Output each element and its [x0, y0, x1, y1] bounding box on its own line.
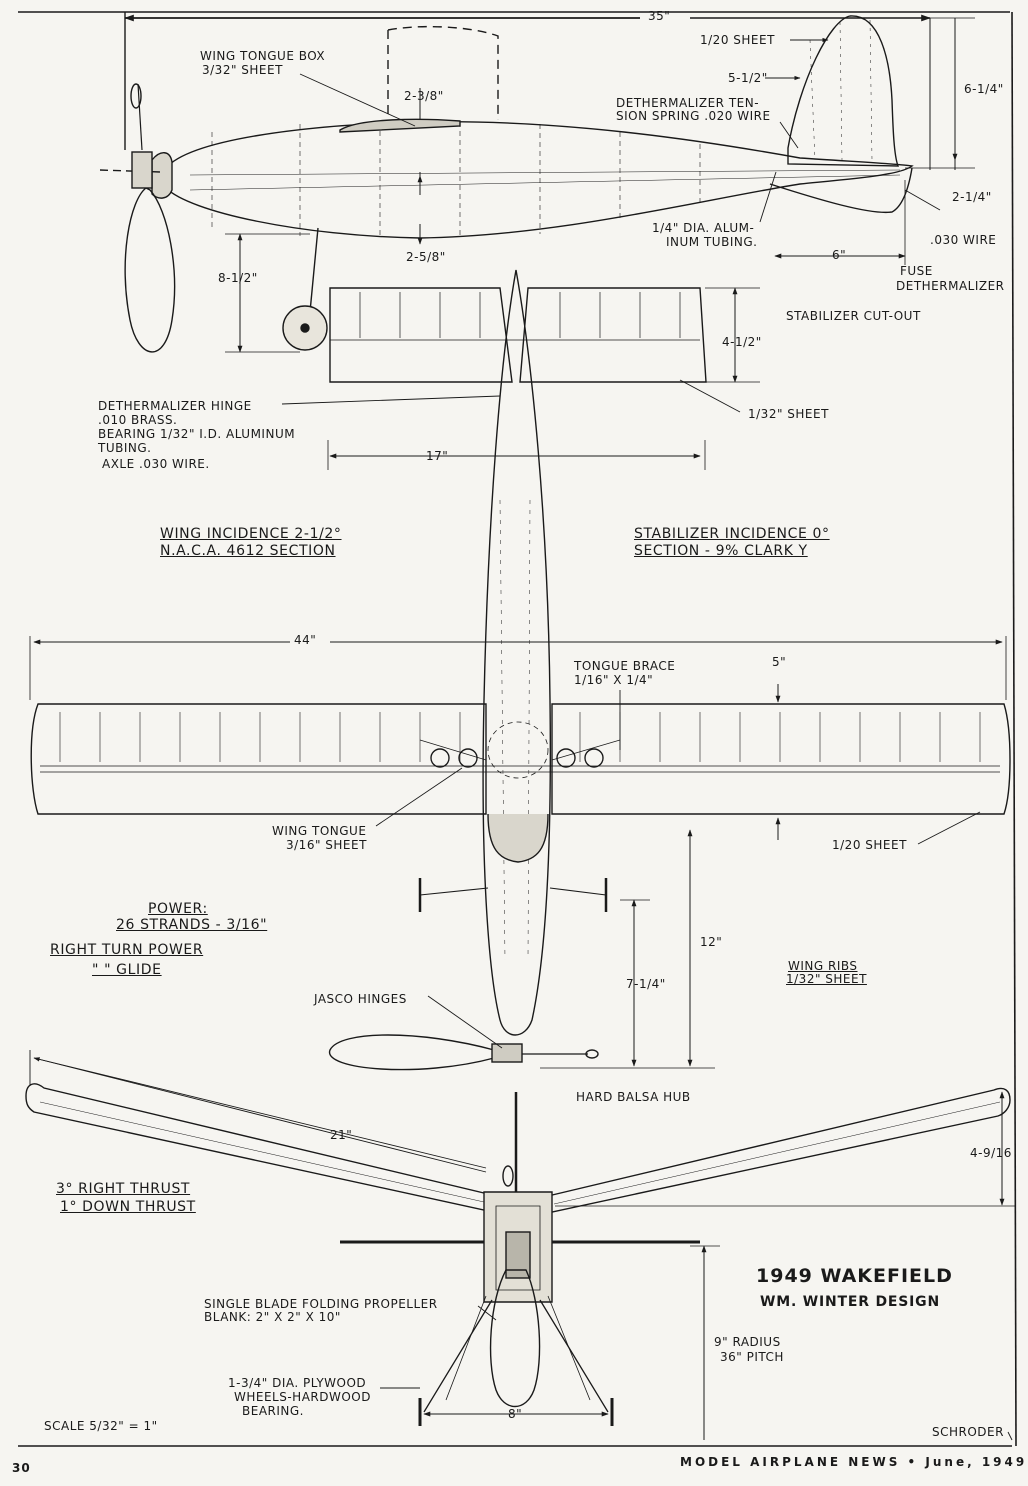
pylon-height-label: 2-3/8"	[404, 89, 444, 103]
pylon-depth-label: 2-5/8"	[406, 250, 446, 264]
wing-span-label: 44"	[294, 633, 317, 647]
tubing-label-1: 1/4" DIA. ALUM-	[652, 221, 755, 235]
scale-label: SCALE 5/32" = 1"	[44, 1419, 158, 1433]
wing-incidence-label-2: N.A.C.A. 4612 SECTION	[160, 543, 336, 559]
wing-dashed-outline	[387, 25, 499, 120]
hinge-note-2: .010 BRASS.	[98, 413, 178, 427]
gear-height-label: 8-1/2"	[218, 271, 258, 285]
tongue-brace-label-2: 1/16" X 1/4"	[574, 673, 654, 687]
tubing-label-2: INUM TUBING.	[666, 235, 758, 249]
wing-sheet-label: 1/20 SHEET	[832, 838, 907, 852]
drawing-border	[18, 11, 1017, 1447]
nose-block	[151, 152, 173, 199]
prop-note-2: BLANK: 2" X 2" X 10"	[204, 1310, 341, 1324]
track-label: 8"	[508, 1407, 523, 1421]
fin-height-label: 6-1/4"	[964, 82, 1004, 96]
wing-tongue-box-label-1: WING TONGUE BOX	[200, 49, 326, 63]
stab-sheet-label: 1/32" SHEET	[748, 407, 829, 421]
top-fuselage	[482, 269, 552, 1036]
prop-note-1: SINGLE BLADE FOLDING PROPELLER	[204, 1297, 438, 1311]
fuse-dethermalizer-label: DETHERMALIZER	[896, 279, 1005, 293]
turn-label-2: " " GLIDE	[92, 962, 162, 978]
draftsman-label: SCHRODER	[932, 1425, 1004, 1439]
stab-height-label: 2-1/4"	[952, 190, 992, 204]
side-view	[99, 12, 975, 353]
fuse-label: FUSE	[900, 264, 933, 278]
designer-label: WM. WINTER DESIGN	[760, 1294, 940, 1310]
stab-to-prop-label: 7-1/4"	[626, 977, 666, 991]
stab-span-label: 17"	[426, 449, 449, 463]
top-propeller	[329, 1034, 495, 1071]
front-landing-gear	[423, 1299, 609, 1413]
top-landing-gear	[419, 887, 607, 896]
thrust-label-1: 3° RIGHT THRUST	[56, 1181, 191, 1197]
wing-tongue-label-2: 3/16" SHEET	[286, 838, 367, 852]
thrust-label-2: 1° DOWN THRUST	[60, 1199, 196, 1215]
side-fuselage	[165, 121, 914, 239]
fin	[787, 15, 900, 167]
tongue-brace-label-1: TONGUE BRACE	[574, 659, 676, 673]
stab-incidence-label-1: STABILIZER INCIDENCE 0°	[634, 526, 830, 542]
wheels-label-2: WHEELS-HARDWOOD	[234, 1390, 371, 1404]
hinge-note-3: BEARING 1/32" I.D. ALUMINUM	[98, 427, 296, 441]
half-span-label: 21"	[330, 1128, 353, 1142]
hinge-note-5: AXLE .030 WIRE.	[102, 457, 210, 471]
prop-spec-1: 9" RADIUS	[714, 1335, 781, 1349]
wheels-label-3: BEARING.	[242, 1404, 304, 1418]
drawing-title: 1949 WAKEFIELD	[756, 1265, 953, 1287]
wing-tongue-box-label-2: 3/32" SHEET	[202, 63, 283, 77]
stab-incidence-label-2: SECTION - 9% CLARK Y	[634, 543, 808, 559]
stabilizer-side	[769, 167, 913, 214]
wing-chord-label: 5"	[772, 655, 787, 669]
stab-offset-label: 6"	[832, 248, 847, 262]
overall-length-label: 35"	[648, 9, 671, 23]
hinge-note-4: TUBING.	[98, 441, 152, 455]
turn-label-1: RIGHT TURN POWER	[50, 942, 204, 958]
tail-wire-label: .030 WIRE	[930, 233, 997, 247]
wing-to-prop-label: 12"	[700, 935, 723, 949]
wing-top	[30, 703, 1011, 815]
page-number: 30	[12, 1461, 31, 1475]
top-view	[29, 269, 1011, 1071]
front-view	[25, 1050, 1015, 1441]
wheels-label-1: 1-3/4" DIA. PLYWOOD	[228, 1376, 367, 1390]
wing-pylon	[339, 118, 461, 133]
fin-chord-label: 5-1/2"	[728, 71, 768, 85]
stabilizer-top	[329, 287, 707, 383]
power-label-1: POWER:	[148, 901, 208, 917]
power-label-2: 26 STRANDS - 3/16"	[116, 917, 268, 933]
dethermalizer-spring-label-1: DETHERMALIZER TEN-	[616, 96, 760, 110]
prop-spec-2: 36" PITCH	[720, 1350, 784, 1364]
magazine-footer: MODEL AIRPLANE NEWS • June, 1949	[680, 1455, 1028, 1469]
stab-cutout-label: STABILIZER CUT-OUT	[786, 309, 921, 323]
wing-incidence-label-1: WING INCIDENCE 2-1/2°	[160, 526, 342, 542]
wing-tongue-label-1: WING TONGUE	[272, 824, 367, 838]
side-landing-gear	[309, 227, 319, 313]
dethermalizer-spring-label-2: SION SPRING .020 WIRE	[616, 109, 771, 123]
wing-ribs-label-1: WING RIBS	[788, 959, 858, 973]
stab-chord-label: 4-1/2"	[722, 335, 762, 349]
wing-ribs-label-2: 1/32" SHEET	[786, 972, 867, 986]
fin-sheet-label: 1/20 SHEET	[700, 33, 775, 47]
right-wing-front	[547, 1087, 1011, 1213]
front-propeller	[489, 1269, 541, 1407]
hinge-note-1: DETHERMALIZER HINGE	[98, 399, 252, 413]
dihedral-label: 4-9/16	[970, 1146, 1012, 1160]
side-propeller	[124, 187, 176, 353]
hard-balsa-hub-label: HARD BALSA HUB	[576, 1090, 691, 1104]
jasco-hinges-label: JASCO HINGES	[314, 992, 407, 1006]
